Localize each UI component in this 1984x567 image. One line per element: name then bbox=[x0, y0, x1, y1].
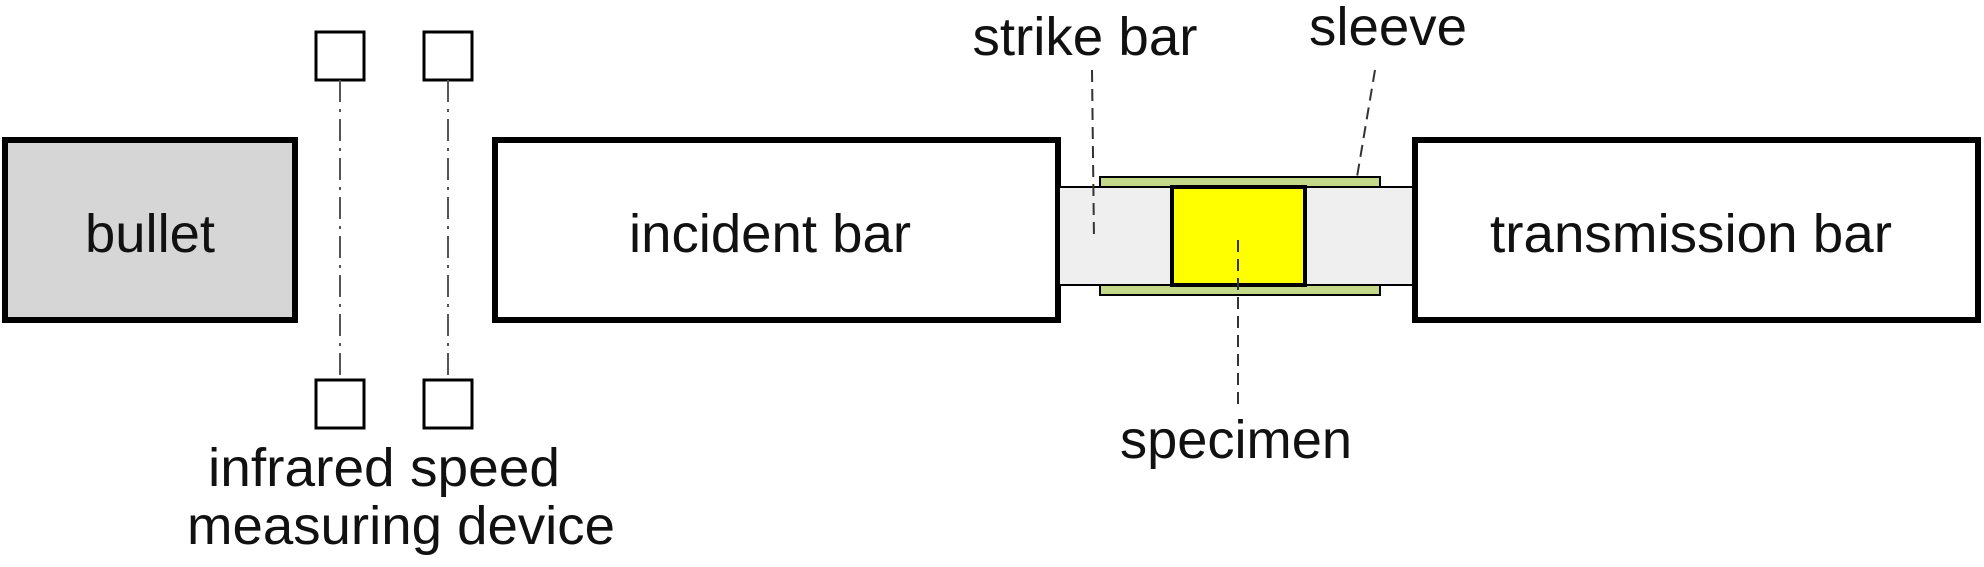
sensor-emitter-2 bbox=[422, 30, 474, 82]
sensor-receiver-2 bbox=[422, 378, 474, 430]
sensor-label-line2: measuring device bbox=[187, 496, 615, 556]
strike-bar-leader bbox=[1091, 69, 1095, 241]
strike-bar-label: strike bar bbox=[973, 7, 1198, 67]
sensor-receiver-1 bbox=[314, 378, 366, 430]
sensor-label-line1: infrared speed bbox=[208, 438, 560, 498]
incident-bar bbox=[492, 137, 1061, 323]
incident-bar-label: incident bar bbox=[629, 204, 911, 264]
transmission-bar-label: transmission bar bbox=[1490, 204, 1892, 264]
strike-bar-right bbox=[1304, 186, 1416, 286]
sensor-emitter-1 bbox=[314, 30, 366, 82]
bullet-label: bullet bbox=[85, 204, 215, 264]
strike-bar-left bbox=[1058, 186, 1173, 286]
transmission-bar bbox=[1412, 137, 1981, 323]
bullet-block bbox=[2, 137, 298, 323]
specimen-label: specimen bbox=[1120, 410, 1352, 470]
sleeve-label: sleeve bbox=[1309, 0, 1467, 57]
sleeve-leader bbox=[1356, 69, 1376, 178]
